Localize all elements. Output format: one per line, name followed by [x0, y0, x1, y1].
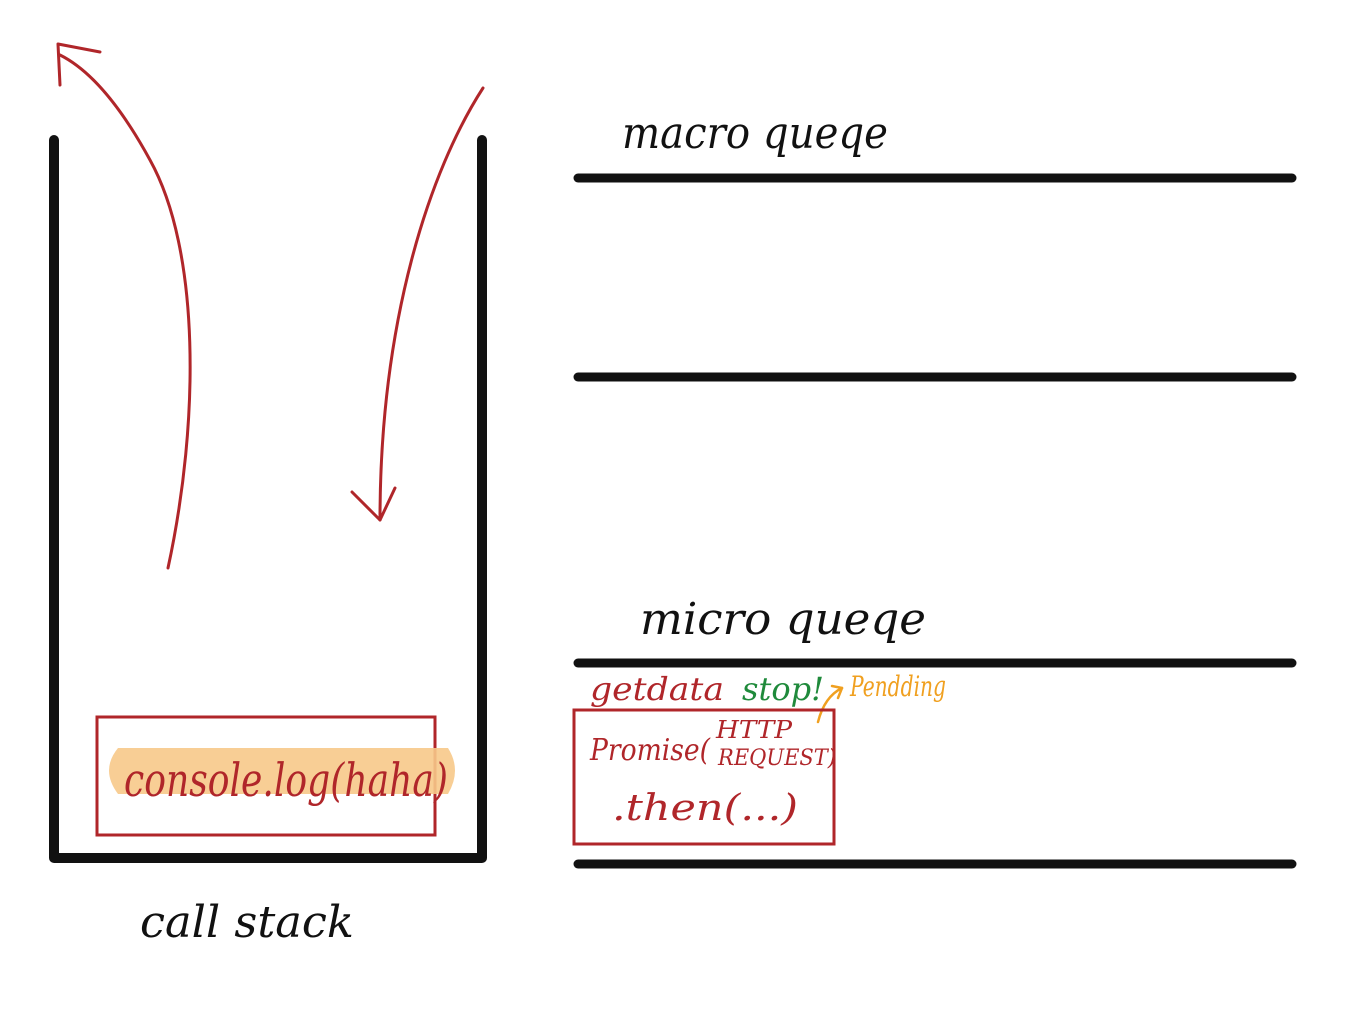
arrow-up-icon — [56, 42, 192, 570]
then-text: .then(...) — [612, 788, 798, 829]
pending-label: Pendding — [849, 670, 946, 703]
arrow-down-icon — [350, 86, 485, 522]
request-text: REQUEST) — [717, 746, 836, 771]
stack-frame-text: console.log(haha) — [124, 753, 448, 807]
promise-task: Promise( HTTP REQUEST) .then(...) — [572, 708, 836, 846]
macro-queue: macro queqe — [573, 108, 1297, 382]
http-text: HTTP — [715, 716, 793, 744]
call-stack-label: call stack — [140, 897, 354, 948]
pending-arrow-icon — [816, 684, 844, 724]
call-stack-container — [49, 135, 487, 863]
promise-text: Promise( — [589, 733, 711, 768]
macro-queue-label: macro queqe — [622, 108, 888, 159]
stack-frame-console-log: console.log(haha) — [95, 715, 455, 837]
micro-queue: micro queqe getdata stop! Pendding Promi… — [572, 594, 1297, 869]
getdata-label: getdata — [590, 670, 724, 708]
micro-queue-label: micro queqe — [640, 594, 926, 645]
stop-label: stop! — [742, 670, 824, 708]
